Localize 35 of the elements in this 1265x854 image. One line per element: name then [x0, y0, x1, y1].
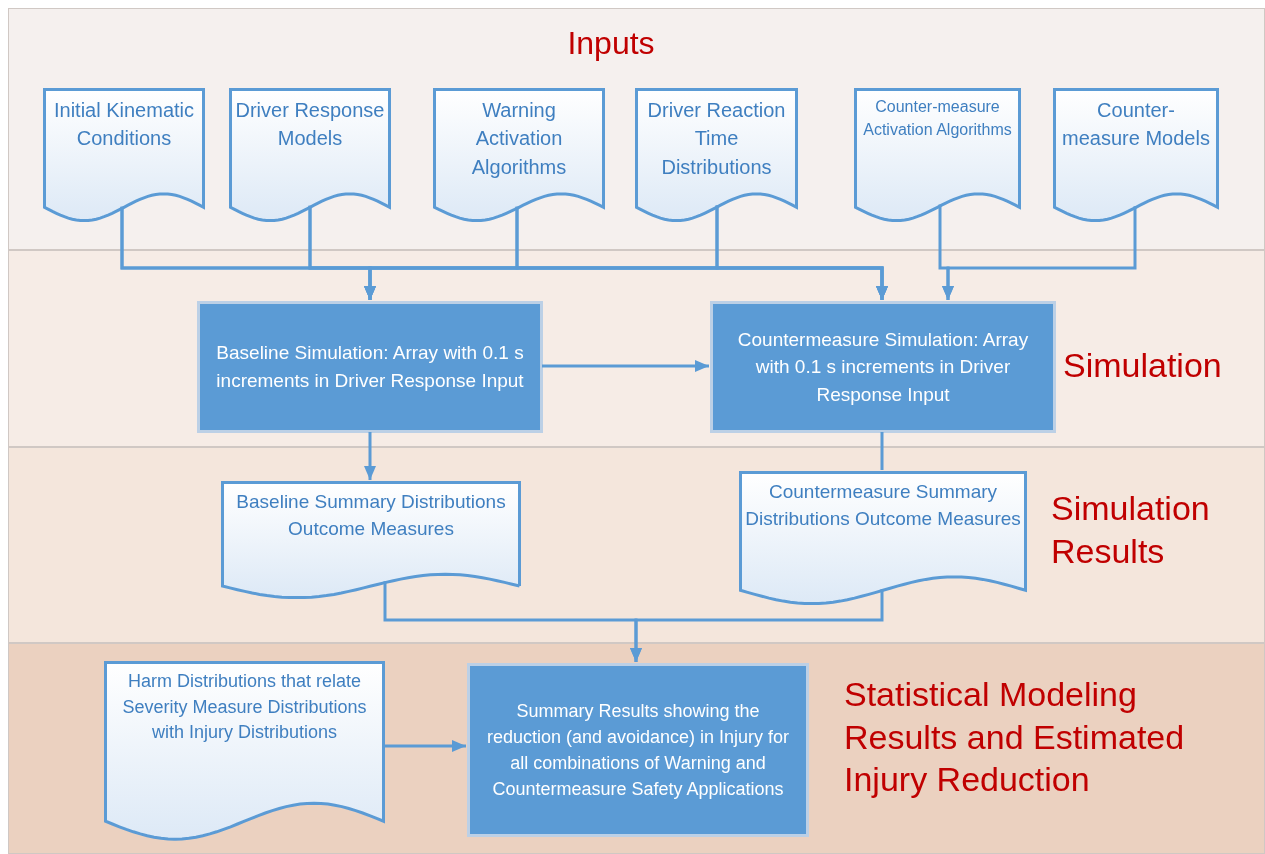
document-text: Counter-measure Models: [1061, 98, 1211, 152]
document-shape: [635, 88, 798, 222]
document-shape: [104, 661, 385, 841]
document-text: Harm Distributions that relate Severity Measure Distributions with Injury Distributions: [121, 670, 368, 745]
section-heading: Inputs: [566, 24, 656, 63]
connector-arrow: [630, 589, 884, 662]
band-panel: [8, 643, 1265, 854]
document-shape: [43, 88, 205, 222]
connector-arrow: [715, 205, 888, 300]
document-text: Counter-measure Activation Algorithms: [862, 97, 1013, 140]
connector-arrow: [364, 432, 376, 480]
document-text: Driver Reaction Time Distributions: [646, 98, 787, 180]
connector-arrow: [542, 360, 709, 372]
document-shape: [1053, 88, 1219, 222]
section-heading: Simulation: [1063, 345, 1223, 386]
document-text: Driver Response Models: [235, 98, 385, 152]
connector-arrow: [384, 740, 466, 752]
band-panel: [8, 250, 1265, 447]
process-box: Summary Results showing the reduction (and avoidance) in Injury for all combinations of Warning and Countermeasure Safety Applications: [467, 663, 809, 837]
document-text: Baseline Summary Distributions Outcome Measures: [235, 490, 507, 541]
document-shape: [229, 88, 391, 222]
document-shape: [221, 481, 521, 599]
process-box: Baseline Simulation: Array with 0.1 s increments in Driver Response Input: [197, 301, 543, 433]
document-text: Initial Kinematic Conditions: [52, 98, 196, 152]
connector-arrow: [942, 206, 1137, 300]
document-shape: [739, 471, 1027, 605]
process-box: Countermeasure Simulation: Array with 0.1 s increments in Driver Response Input: [710, 301, 1056, 433]
section-heading: Simulation Results: [1051, 488, 1211, 572]
band-panel: [8, 447, 1265, 643]
document-shape: [854, 88, 1021, 222]
document-text: Countermeasure Summary Distributions Outcome Measures: [745, 480, 1021, 531]
band-panel: [8, 8, 1265, 250]
document-shape: [433, 88, 605, 222]
section-heading: Statistical Modeling Results and Estimated Injury Reduction: [844, 674, 1186, 800]
document-text: Warning Activation Algorithms: [470, 98, 568, 180]
